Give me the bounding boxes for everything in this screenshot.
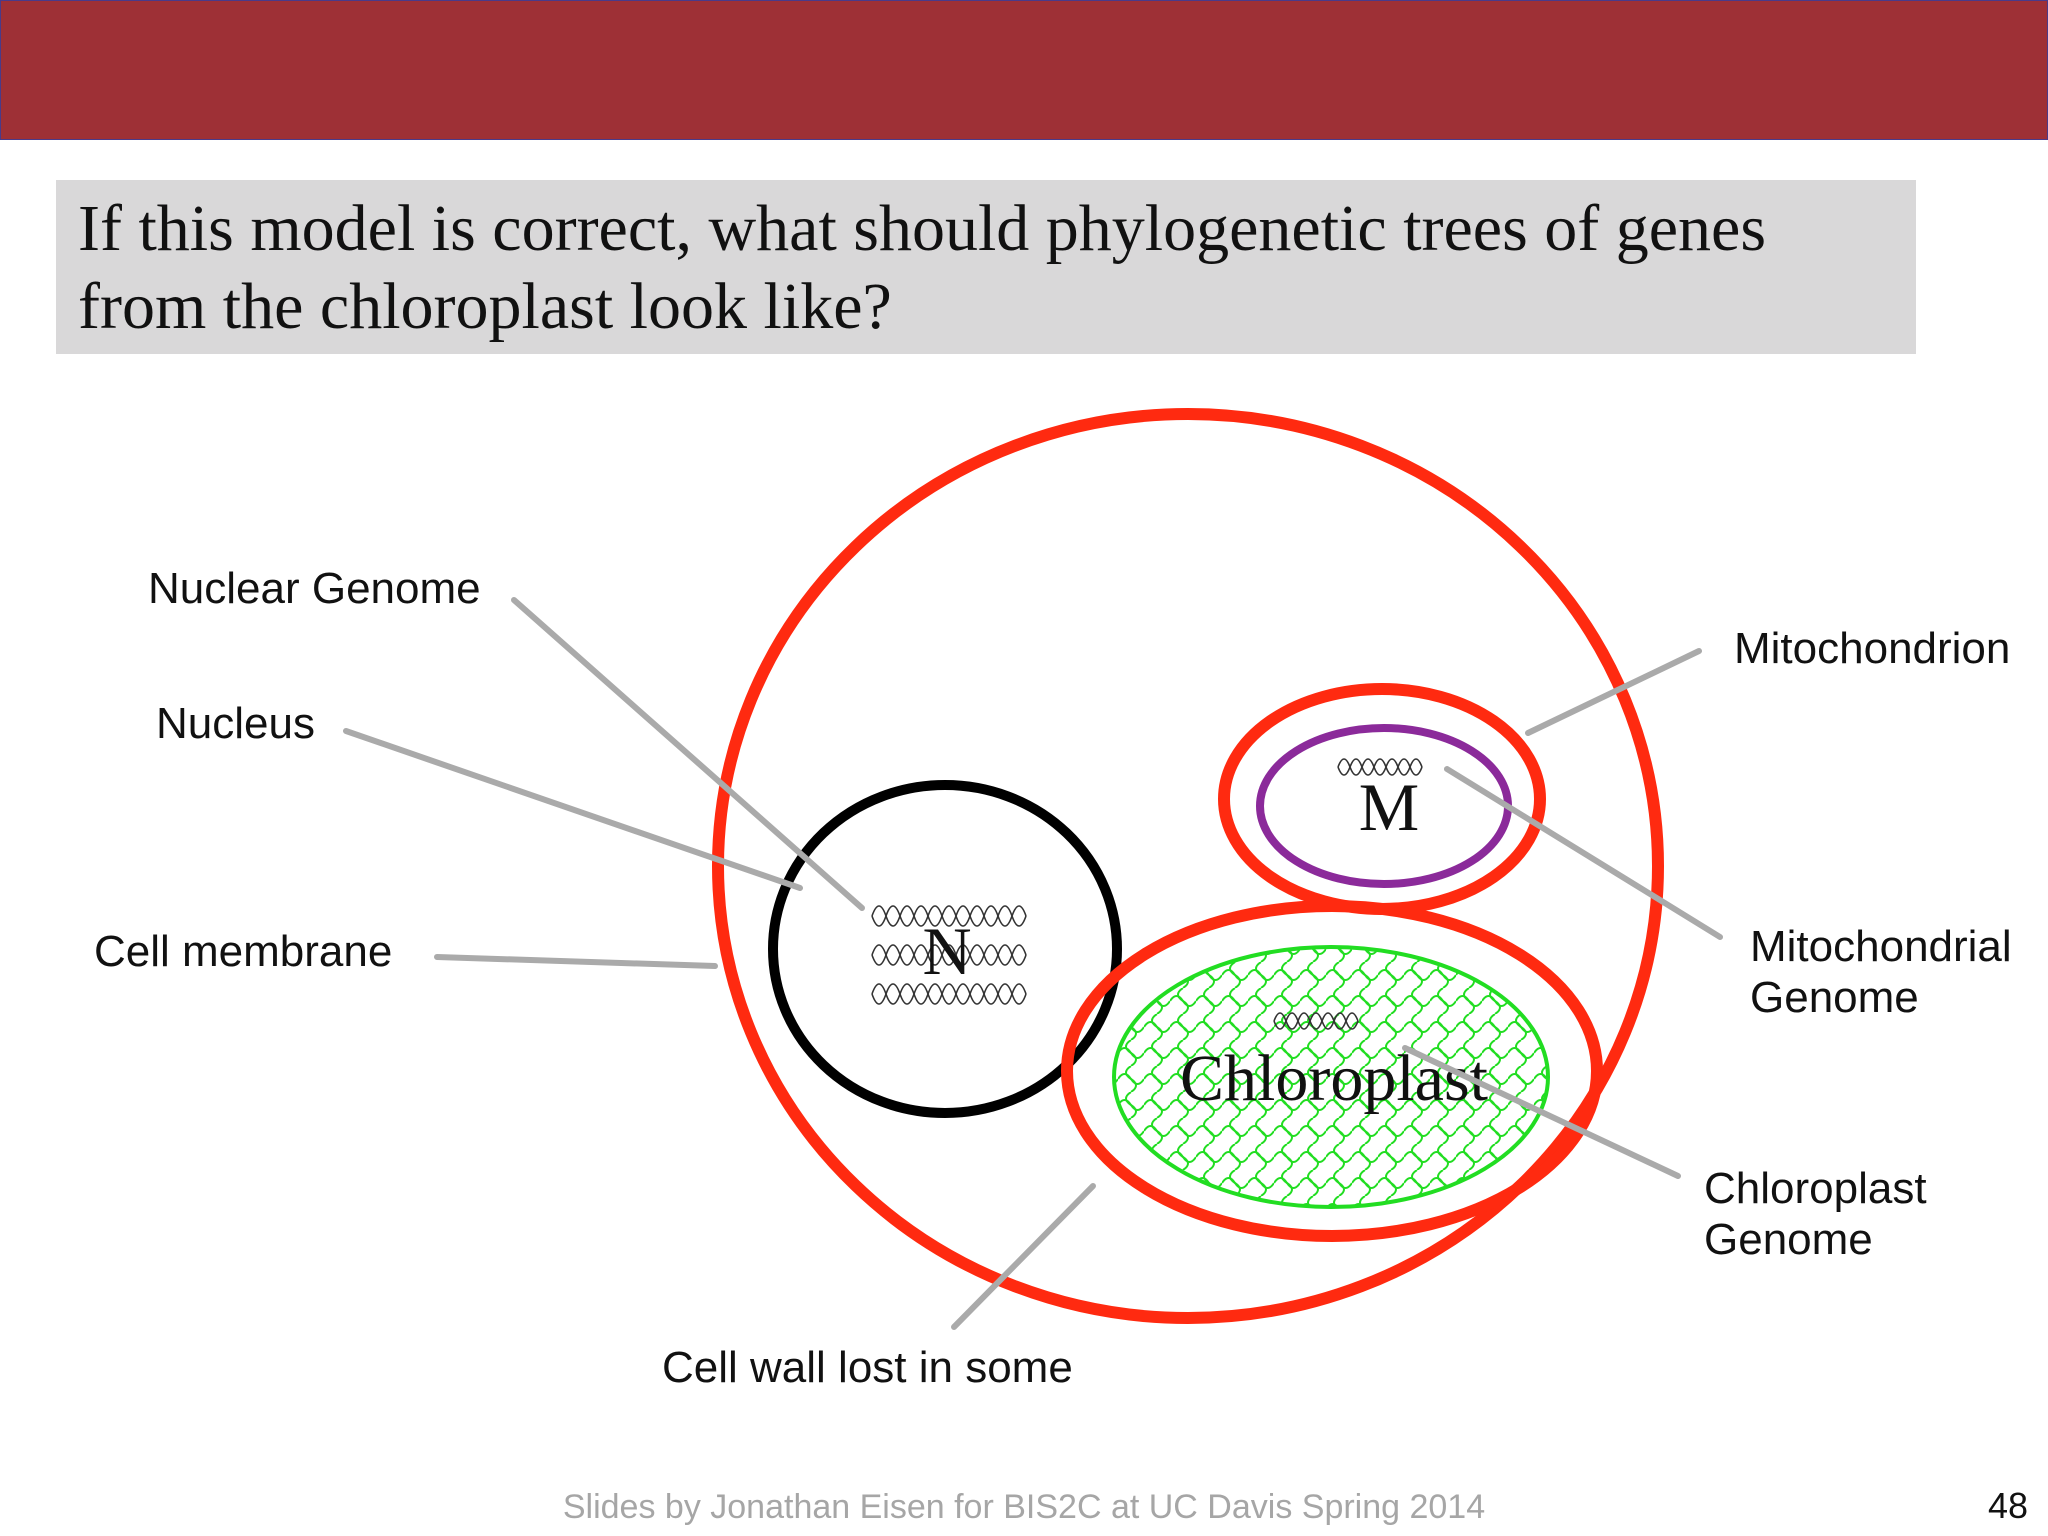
question-box: If this model is correct, what should ph… — [56, 180, 1916, 354]
leader-mitochondrion — [1525, 648, 1702, 736]
title-bar — [0, 0, 2048, 140]
nucleus-letter: N — [922, 913, 971, 989]
leader-nuclear-genome — [511, 597, 865, 911]
leader-mito-genome — [1444, 766, 1723, 940]
label-mito-genome-line1: Mitochondrial — [1750, 922, 2012, 971]
leader-chloro-genome — [1402, 1045, 1681, 1179]
label-mito-genome-line2: Genome — [1750, 973, 1919, 1022]
label-chloro-genome-line2: Genome — [1704, 1215, 1873, 1264]
chloroplast-outer — [1061, 900, 1603, 1242]
leader-cell-wall — [951, 1183, 1096, 1330]
chloroplast-fill — [1112, 945, 1550, 1209]
chloroplast-genome-icon — [1273, 1012, 1359, 1030]
label-nucleus: Nucleus — [156, 699, 315, 748]
question-text: If this model is correct, what should ph… — [78, 192, 1767, 343]
chloroplast-label: Chloroplast — [1180, 1042, 1488, 1115]
label-nuclear-genome: Nuclear Genome — [148, 564, 481, 613]
nuclear-genome-icon — [871, 905, 1027, 1005]
label-cell-membrane: Cell membrane — [94, 927, 393, 976]
mito-genome-icon — [1337, 758, 1423, 776]
label-cell-wall: Cell wall lost in some — [662, 1343, 1073, 1392]
label-chloro-genome-line1: Chloroplast — [1704, 1164, 1927, 1213]
label-mitochondrion: Mitochondrion — [1734, 624, 2011, 673]
mito-letter: M — [1359, 769, 1419, 845]
leader-cell-membrane — [434, 954, 718, 969]
cell-membrane — [712, 408, 1664, 1324]
leader-nucleus — [343, 728, 803, 891]
page-number: 48 — [1987, 1485, 2028, 1526]
nucleus — [768, 780, 1122, 1118]
footer-credit: Slides by Jonathan Eisen for BIS2C at UC… — [562, 1488, 1486, 1526]
